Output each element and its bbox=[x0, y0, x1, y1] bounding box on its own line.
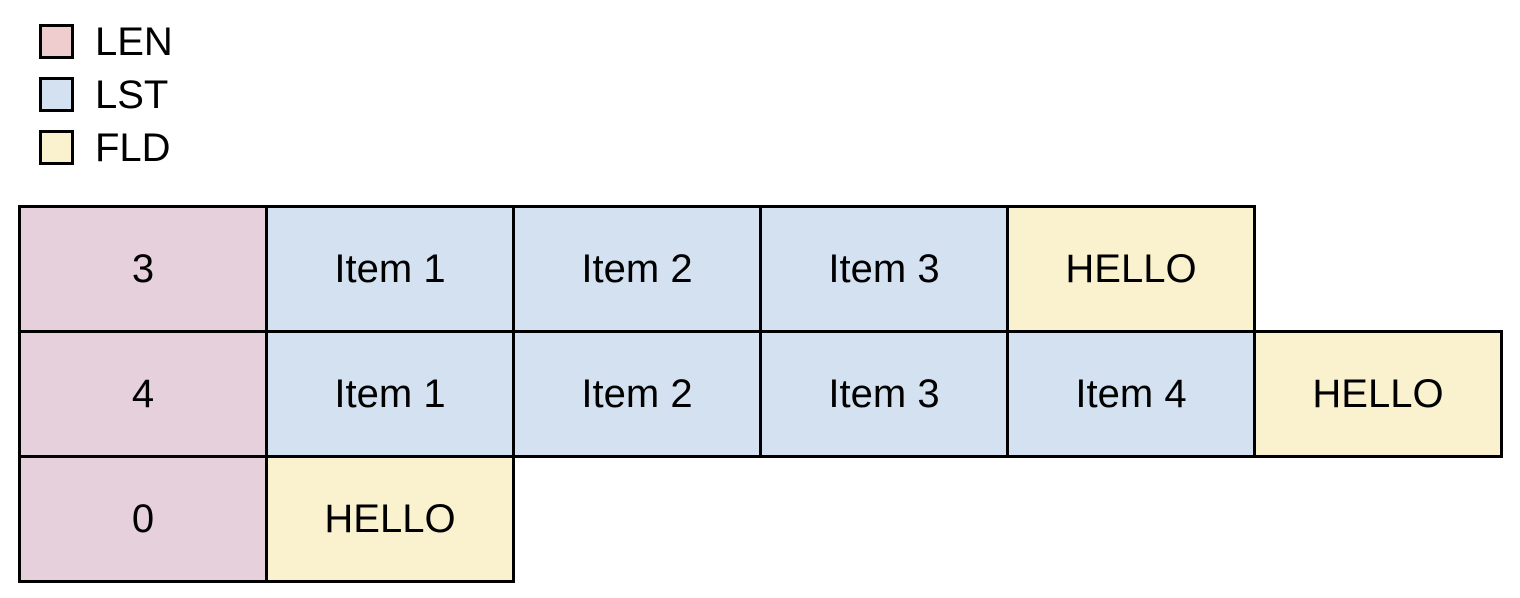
legend-item-len: LEN bbox=[39, 19, 173, 64]
legend: LEN LST FLD bbox=[39, 19, 173, 170]
lst-cell: Item 3 bbox=[759, 205, 1009, 333]
len-color-swatch-icon bbox=[39, 24, 74, 59]
lst-cell: Item 2 bbox=[512, 330, 762, 458]
fld-color-swatch-icon bbox=[39, 130, 74, 165]
legend-label: LST bbox=[95, 72, 169, 117]
fld-cell: HELLO bbox=[1006, 205, 1256, 333]
lst-cell: Item 1 bbox=[265, 205, 515, 333]
legend-label: LEN bbox=[95, 19, 173, 64]
legend-label: FLD bbox=[95, 125, 171, 170]
lst-color-swatch-icon bbox=[39, 77, 74, 112]
legend-item-lst: LST bbox=[39, 72, 173, 117]
lst-cell: Item 2 bbox=[512, 205, 762, 333]
legend-item-fld: FLD bbox=[39, 125, 173, 170]
len-cell: 4 bbox=[18, 330, 268, 458]
len-cell: 3 bbox=[18, 205, 268, 333]
fld-cell: HELLO bbox=[265, 455, 515, 583]
len-cell: 0 bbox=[18, 455, 268, 583]
lst-cell: Item 3 bbox=[759, 330, 1009, 458]
fld-cell: HELLO bbox=[1253, 330, 1503, 458]
lst-cell: Item 1 bbox=[265, 330, 515, 458]
lst-cell: Item 4 bbox=[1006, 330, 1256, 458]
